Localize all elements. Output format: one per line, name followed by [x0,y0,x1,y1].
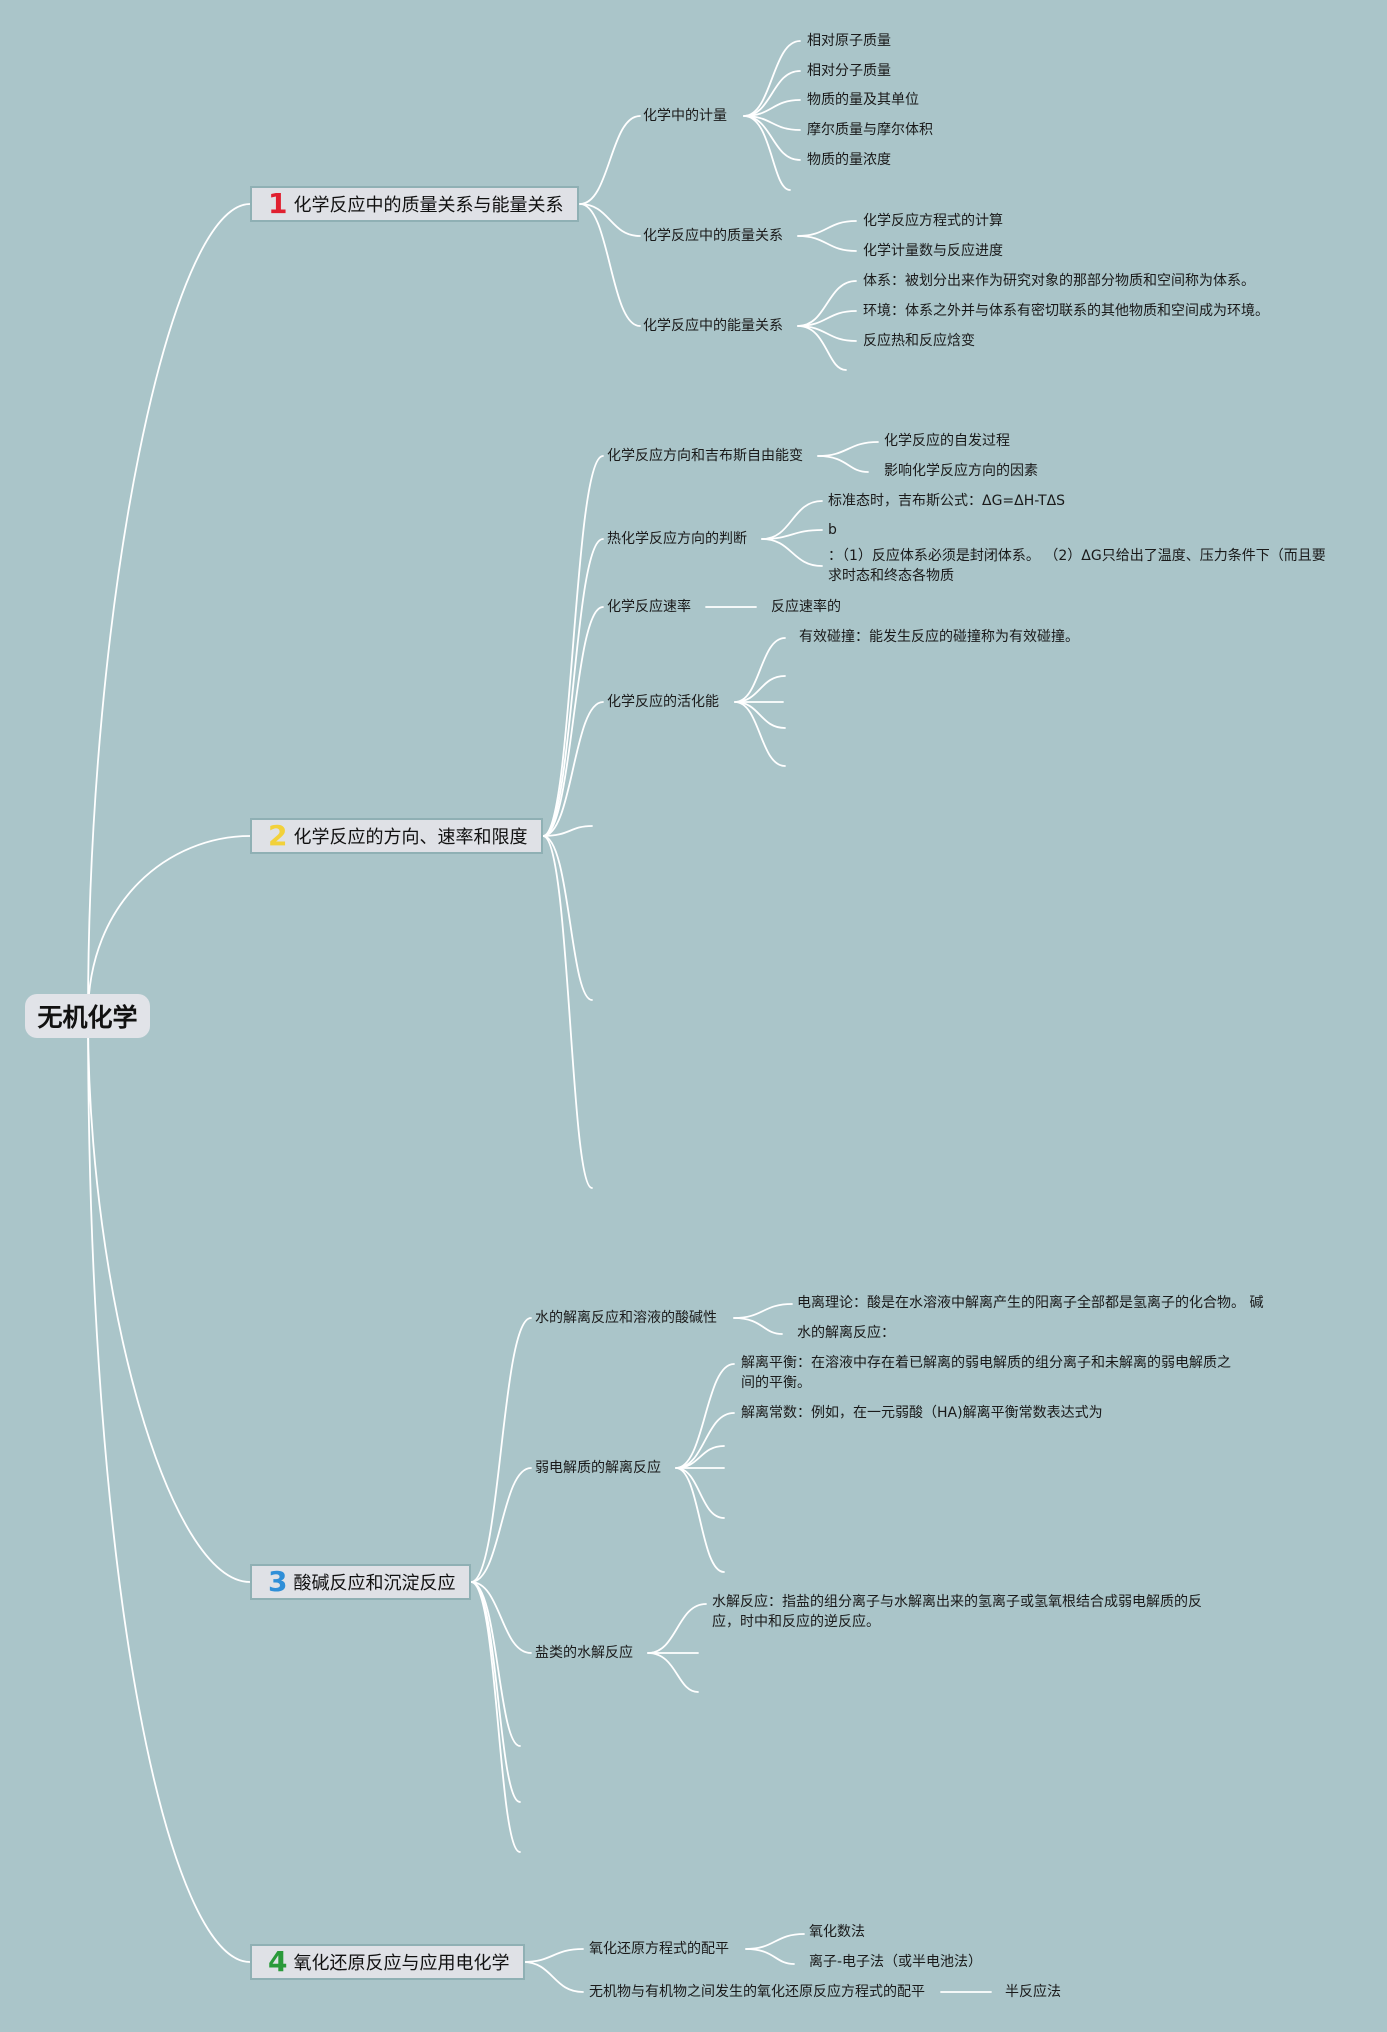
branch-2-topic[interactable]: 2 化学反应的方向、速率和限度 [250,818,544,854]
leaf-3-1-1[interactable]: 电离理论：酸是在水溶液中解离产生的阳离子全部都是氢离子的化合物。 碱 [797,1295,1264,1311]
leaf-3-2-1[interactable]: 解离平衡：在溶液中存在着已解离的弱电解质的组分离子和未解离的弱电解质之间的平衡。 [741,1355,1231,1391]
leaf-2-3-1[interactable]: 反应速率的 [771,599,841,615]
subtopic-2-4[interactable]: 化学反应的活化能 [607,694,719,710]
leaf-4-1-2[interactable]: 离子-电子法（或半电池法） [809,1954,983,1970]
subtopic-2-3[interactable]: 化学反应速率 [607,599,691,615]
leaf-2-1-2[interactable]: 影响化学反应方向的因素 [884,463,1038,479]
subtopic-3-3[interactable]: 盐类的水解反应 [535,1645,633,1661]
connector-root-b3 [87,1015,251,1583]
leaf-1-3-1[interactable]: 体系：被划分出来作为研究对象的那部分物质和空间称为体系。 [863,273,1255,289]
subtopic-1-3[interactable]: 化学反应中的能量关系 [643,318,783,334]
subtopic-2-1[interactable]: 化学反应方向和吉布斯自由能变 [607,448,803,464]
leaf-1-3-3[interactable]: 反应热和反应焓变 [863,333,975,349]
leaf-1-3-2[interactable]: 环境：体系之外并与体系有密切联系的其他物质和空间成为环境。 [863,303,1269,319]
branch-3-label: 酸碱反应和沉淀反应 [293,1573,456,1594]
leaf-1-2-1[interactable]: 化学反应方程式的计算 [863,213,1003,229]
connector-root-b2 [87,835,251,1017]
subtopic-4-1[interactable]: 氧化还原方程式的配平 [589,1941,729,1957]
root-topic-label: 无机化学 [37,1003,138,1032]
leaf-1-1-5[interactable]: 物质的量浓度 [807,152,891,168]
subtopic-3-2[interactable]: 弱电解质的解离反应 [535,1460,661,1476]
branch-1-label: 化学反应中的质量关系与能量关系 [293,195,564,216]
leaf-2-2-3[interactable]: ：（1）反应体系必须是封闭体系。 （2）ΔG只给出了温度、压力条件下（而且要求时… [828,548,1326,584]
leaf-2-4-1[interactable]: 有效碰撞：能发生反应的碰撞称为有效碰撞。 [799,629,1079,645]
connector-root-b4 [87,1015,251,1963]
subtopic-1-1[interactable]: 化学中的计量 [643,108,727,124]
branch-1-number: 1 [268,187,288,220]
branch-3-topic[interactable]: 3 酸碱反应和沉淀反应 [250,1564,472,1600]
leaf-1-1-1[interactable]: 相对原子质量 [807,33,891,49]
leaf-1-1-2[interactable]: 相对分子质量 [807,63,891,79]
leaf-1-2-2[interactable]: 化学计量数与反应进度 [863,243,1003,259]
leaf-3-1-2[interactable]: 水的解离反应： [797,1325,895,1341]
branch-2-label: 化学反应的方向、速率和限度 [293,827,528,848]
branch-4-number: 4 [268,1945,288,1978]
leaf-3-2-2[interactable]: 解离常数：例如，在一元弱酸（HA)解离平衡常数表达式为 [741,1405,1103,1421]
subtopic-2-2[interactable]: 热化学反应方向的判断 [607,531,747,547]
subtopic-3-1[interactable]: 水的解离反应和溶液的酸碱性 [535,1310,717,1326]
leaf-4-2-1[interactable]: 半反应法 [1005,1984,1061,2000]
leaf-1-1-4[interactable]: 摩尔质量与摩尔体积 [807,122,933,138]
branch-1-topic[interactable]: 1 化学反应中的质量关系与能量关系 [250,186,580,222]
leaf-2-2-2[interactable]: b [828,522,837,538]
subtopic-1-2[interactable]: 化学反应中的质量关系 [643,228,783,244]
leaf-4-1-1[interactable]: 氧化数法 [809,1924,865,1940]
leaf-3-3-1[interactable]: 水解反应：指盐的组分离子与水解离出来的氢离子或氢氧根结合成弱电解质的反应，时中和… [712,1594,1202,1630]
connector-root-b1 [87,203,251,1017]
root-topic[interactable]: 无机化学 [25,994,150,1038]
branch-2-number: 2 [268,819,288,852]
branch-4-topic[interactable]: 4 氧化还原反应与应用电化学 [250,1944,526,1980]
subtopic-4-2[interactable]: 无机物与有机物之间发生的氧化还原反应方程式的配平 [589,1984,925,2000]
leaf-2-2-1[interactable]: 标准态时，吉布斯公式：ΔG=ΔH-TΔS [828,493,1066,509]
branch-3-number: 3 [268,1565,288,1598]
branch-4-label: 氧化还原反应与应用电化学 [293,1953,510,1974]
leaf-2-1-1[interactable]: 化学反应的自发过程 [884,433,1010,449]
leaf-1-1-3[interactable]: 物质的量及其单位 [807,92,919,108]
